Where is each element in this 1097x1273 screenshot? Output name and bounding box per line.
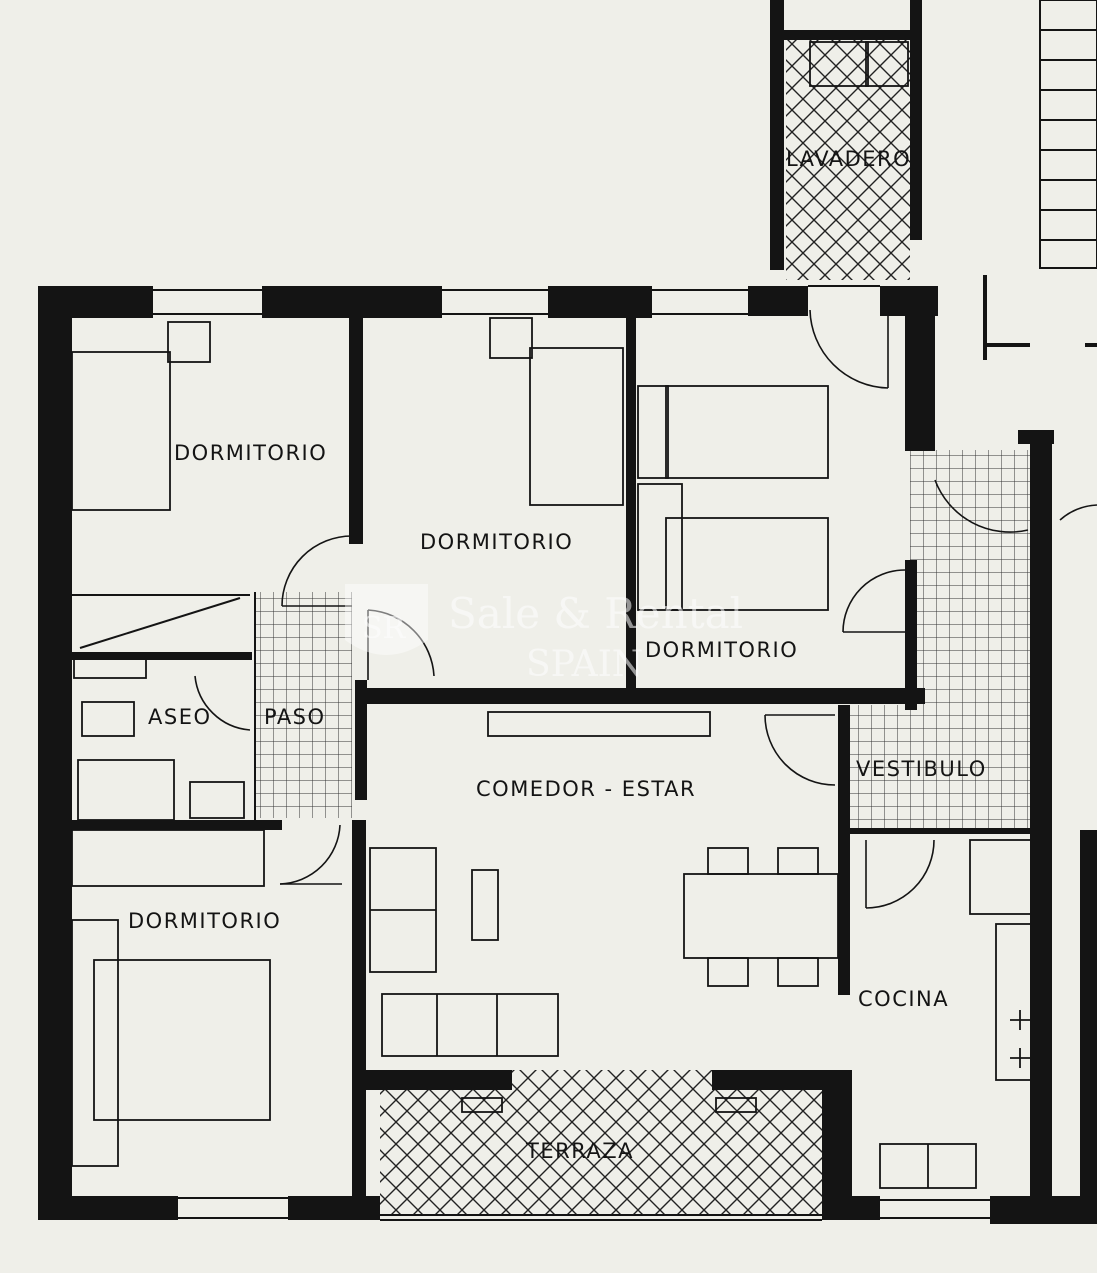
room-labels: LAVADERO DORMITORIO DORMITORIO DORMITORI… [128,147,987,1163]
toilet [189,781,245,819]
counter [995,923,1049,1081]
lavadero-floor [786,40,910,280]
watermark-shield-icon [345,584,428,655]
window-lines [41,0,1097,1221]
bed-dormitorio-3a [665,385,829,479]
furniture [71,41,1049,1189]
door-swings [194,309,1097,909]
washbasin [81,701,135,737]
watermark: SR Sale & Rental SPAIN [345,584,743,685]
bed-dormitorio-1 [71,351,171,511]
room-label-terraza: TERRAZA [525,1139,634,1163]
room-label-aseo: ASEO [148,705,212,729]
bathtub [77,759,175,821]
room-label-dormitorio-3: DORMITORIO [645,638,798,662]
bed-dormitorio-4 [93,959,271,1121]
walls [38,0,1097,1224]
bed-dormitorio-2 [529,347,624,506]
room-label-dormitorio-1: DORMITORIO [174,441,327,465]
room-label-comedor-estar: COMEDOR - ESTAR [476,777,696,801]
terraza-floor [380,1070,825,1215]
bed-dormitorio-3b [665,517,829,611]
room-label-lavadero: LAVADERO [786,147,911,171]
paso-floor [256,592,352,818]
coffee-table [471,869,499,941]
room-label-dormitorio-4: DORMITORIO [128,909,281,933]
tiled-floors [256,40,1032,1215]
vestibulo-floor [910,450,1032,830]
room-label-dormitorio-2: DORMITORIO [420,530,573,554]
dining-table [683,873,839,959]
watermark-logo: SR [362,611,407,646]
room-label-vestibulo: VESTIBULO [856,757,987,781]
watermark-line-1: Sale & Rental [448,589,743,638]
vestibulo-floor-2 [846,705,916,830]
watermark-line-2: SPAIN [526,644,643,685]
sofa-2 [381,993,559,1057]
room-label-cocina: COCINA [858,987,949,1011]
room-label-paso: PASO [264,705,326,729]
fridge [969,839,1047,915]
sideboard [487,711,711,737]
